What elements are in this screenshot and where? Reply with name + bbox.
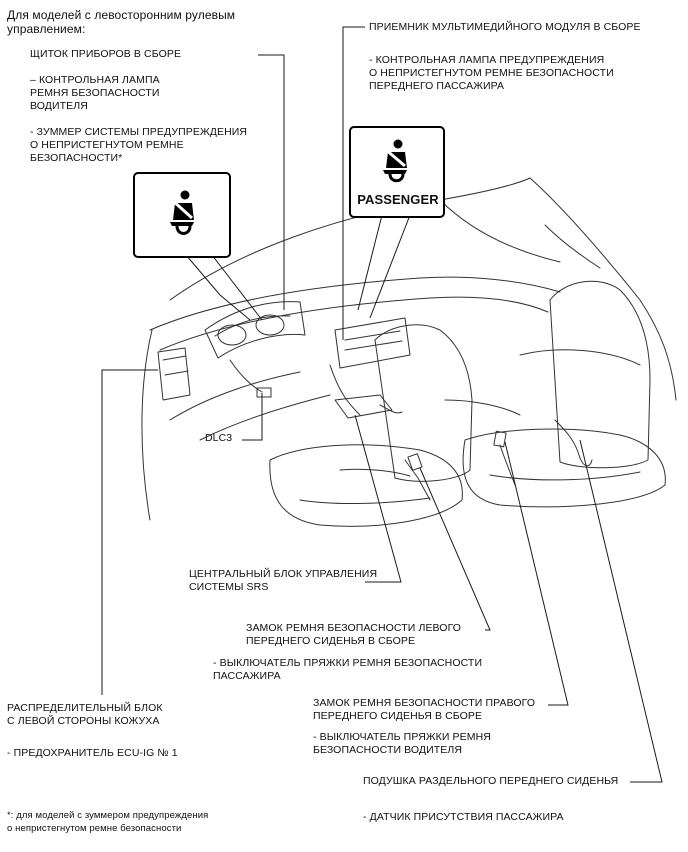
- driver-indicator-box: [133, 172, 231, 258]
- label-fuse: - ПРЕДОХРАНИТЕЛЬ ECU-IG № 1: [7, 747, 178, 759]
- passenger-indicator-text: PASSENGER: [357, 192, 439, 207]
- label-dlc3: DLC3: [205, 432, 233, 444]
- label-occupant-sensor: - ДАТЧИК ПРИСУТСТВИЯ ПАССАЖИРА: [363, 811, 564, 823]
- driver-seatbelt-warning-icon: [170, 190, 194, 235]
- page-title: Для моделей с левосторонним рулевым упра…: [7, 8, 236, 36]
- label-driver-lamp: – КОНТРОЛЬНАЯ ЛАМПА РЕМНЯ БЕЗОПАСНОСТИ В…: [30, 74, 160, 112]
- footnote: *: для моделей с зуммером предупреждения…: [7, 810, 209, 834]
- passenger-seatbelt-warning-icon: [383, 139, 407, 183]
- passenger-seat-back: [549, 280, 651, 469]
- leader-seat-cushion: [579, 439, 663, 783]
- leader-junction-block: [101, 369, 158, 695]
- label-junction-block: РАСПРЕДЕЛИТЕЛЬНЫЙ БЛОК С ЛЕВОЙ СТОРОНЫ К…: [7, 702, 163, 727]
- label-right-buckle: ЗАМОК РЕМНЯ БЕЗОПАСНОСТИ ПРАВОГО ПЕРЕДНЕ…: [313, 697, 536, 722]
- passenger-indicator-box: [349, 126, 445, 218]
- leader-left-buckle: [419, 467, 491, 631]
- driver-seat-back: [374, 324, 473, 482]
- leader-right-buckle: [504, 441, 569, 706]
- callout-passenger-lamp: [357, 214, 383, 311]
- dashboard-outline: [149, 276, 561, 331]
- label-buzzer: - ЗУММЕР СИСТЕМЫ ПРЕДУПРЕЖДЕНИЯ О НЕПРИС…: [30, 126, 248, 164]
- driver-seat-cushion: [269, 444, 463, 527]
- passenger-seat-cushion: [462, 428, 666, 508]
- label-combination-meter: ЩИТОК ПРИБОРОВ В СБОРЕ: [30, 48, 182, 60]
- junction-block-outline: [157, 347, 191, 401]
- multimedia-unit: [334, 317, 411, 369]
- leader-multimedia: [342, 26, 365, 340]
- label-passenger-lamp: - КОНТРОЛЬНАЯ ЛАМПА ПРЕДУПРЕЖДЕНИЯ О НЕП…: [369, 54, 614, 92]
- label-left-buckle-switch: - ВЫКЛЮЧАТЕЛЬ ПРЯЖКИ РЕМНЯ БЕЗОПАСНОСТИ …: [213, 657, 483, 682]
- leader-combination-meter: [258, 54, 285, 310]
- label-right-buckle-switch: - ВЫКЛЮЧАТЕЛЬ ПРЯЖКИ РЕМНЯ БЕЗОПАСНОСТИ …: [313, 731, 491, 756]
- callout-driver-lamp: [185, 254, 251, 321]
- label-seat-cushion: ПОДУШКА РАЗДЕЛЬНОГО ПЕРЕДНЕГО СИДЕНЬЯ: [363, 775, 619, 787]
- label-srs-unit: ЦЕНТРАЛЬНЫЙ БЛОК УПРАВЛЕНИЯ СИСТЕМЫ SRS: [189, 568, 378, 593]
- label-left-buckle: ЗАМОК РЕМНЯ БЕЗОПАСНОСТИ ЛЕВОГО ПЕРЕДНЕГ…: [246, 622, 462, 647]
- leader-dlc3: [242, 393, 263, 441]
- instrument-cluster: [204, 301, 306, 359]
- roof-pillar: [529, 177, 677, 401]
- label-multimedia-receiver: ПРИЕМНИК МУЛЬТИМЕДИЙНОГО МОДУЛЯ В СБОРЕ: [369, 21, 641, 33]
- leader-srs: [354, 414, 402, 583]
